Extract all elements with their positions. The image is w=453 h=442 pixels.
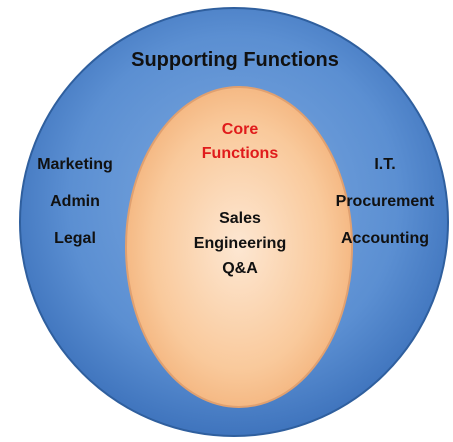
left-item-marketing: Marketing — [37, 156, 113, 173]
right-item-it: I.T. — [374, 156, 396, 173]
left-item-legal: Legal — [54, 230, 96, 247]
right-item-accounting: Accounting — [341, 230, 429, 247]
core-item-qa: Q&A — [222, 260, 258, 277]
core-item-engineering: Engineering — [193, 235, 287, 252]
inner-ellipse — [125, 86, 353, 408]
left-item-admin: Admin — [50, 193, 100, 210]
supporting-functions-title: Supporting Functions — [131, 49, 339, 71]
right-item-procurement: Procurement — [335, 193, 435, 210]
core-title-line-2: Functions — [201, 145, 279, 162]
core-item-sales: Sales — [219, 210, 261, 227]
core-title-line-1: Core — [221, 121, 259, 138]
